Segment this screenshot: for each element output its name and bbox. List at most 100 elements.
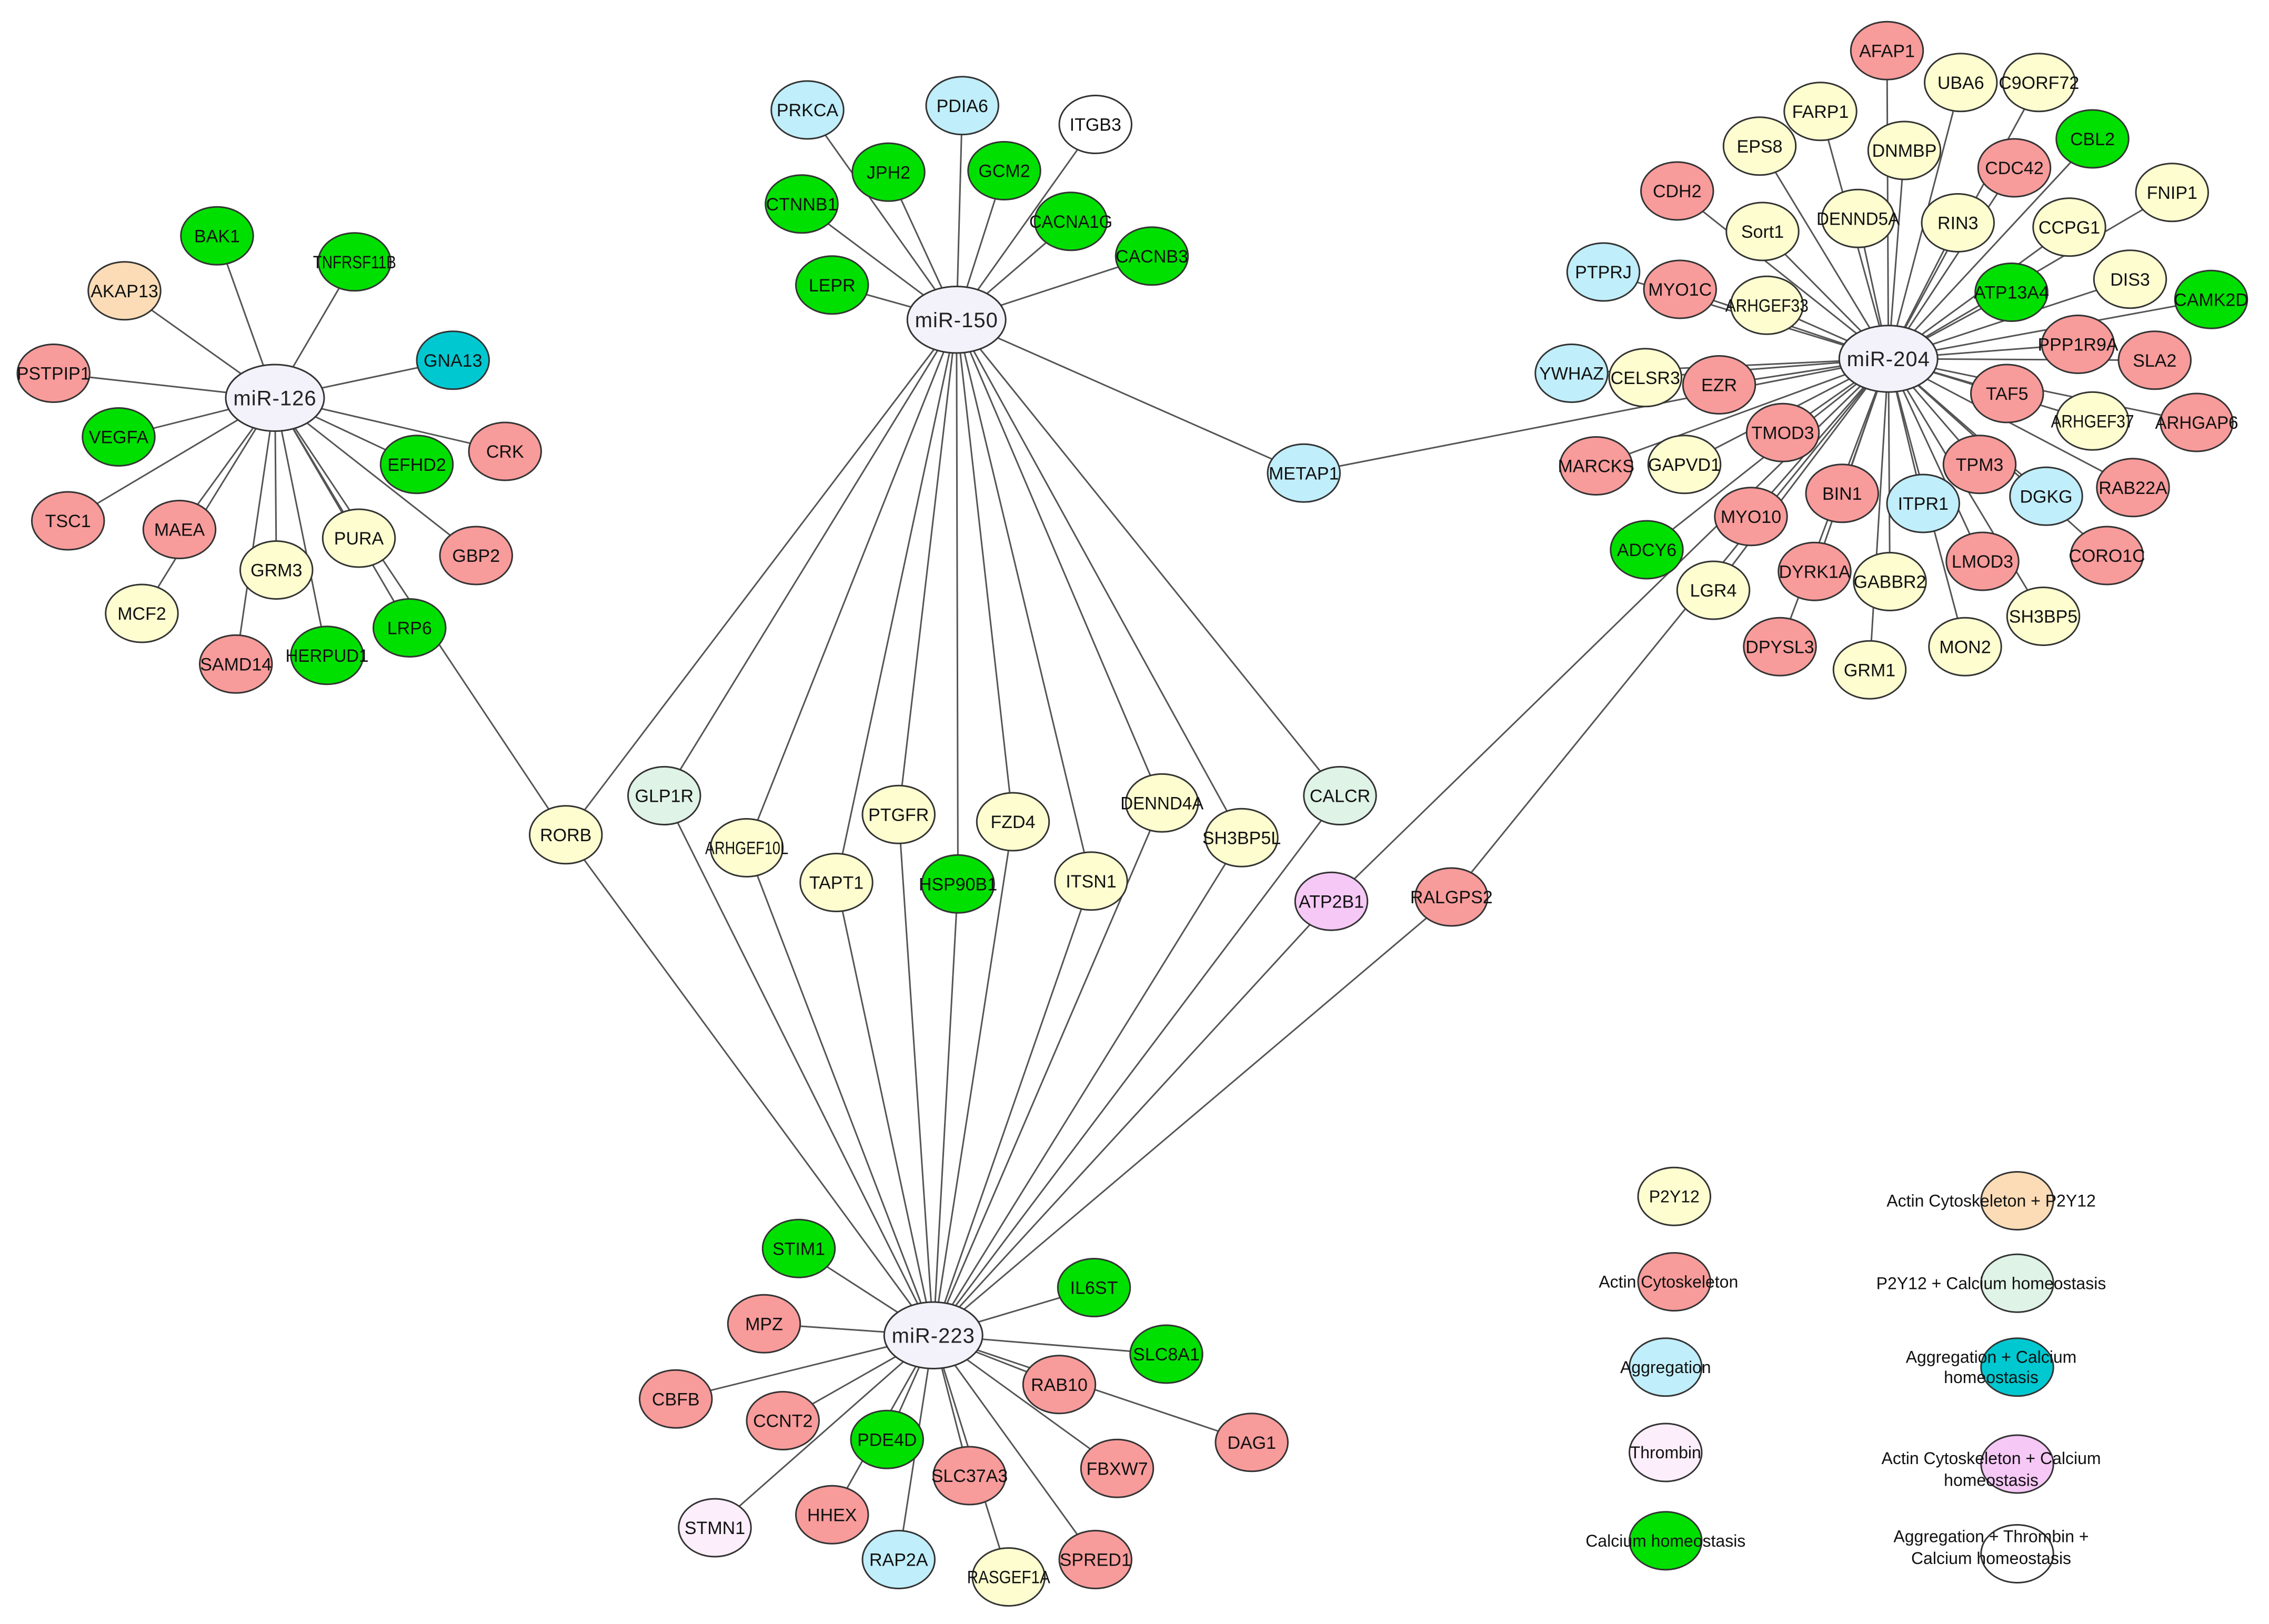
gene-node-pde4d[interactable]: PDE4D <box>850 1409 924 1469</box>
gene-node-gcm2[interactable]: GCM2 <box>967 141 1041 200</box>
gene-node-grm1[interactable]: GRM1 <box>1832 640 1907 700</box>
gene-node-afap1[interactable]: AFAP1 <box>1850 21 1924 80</box>
gene-node-eps8[interactable]: EPS8 <box>1722 116 1797 176</box>
gene-node-herpud1[interactable]: HERPUD1 <box>285 626 369 685</box>
gene-node-fzd4[interactable]: FZD4 <box>976 792 1050 852</box>
gene-node-myo10[interactable]: MYO10 <box>1714 487 1788 547</box>
gene-node-stmn1[interactable]: STMN1 <box>678 1498 752 1558</box>
gene-node-gbp2[interactable]: GBP2 <box>439 526 513 586</box>
gene-node-tpm3[interactable]: TPM3 <box>1942 435 2017 495</box>
gene-node-uba6[interactable]: UBA6 <box>1924 53 1998 113</box>
gene-node-sort1[interactable]: Sort1 <box>1725 201 1800 261</box>
gene-node-efhd2[interactable]: EFHD2 <box>379 435 454 495</box>
gene-node-itgb3[interactable]: ITGB3 <box>1058 95 1132 154</box>
gene-node-crk[interactable]: CRK <box>468 421 542 481</box>
gene-node-mcf2[interactable]: MCF2 <box>105 583 179 643</box>
gene-node-ppp1r9a[interactable]: PPP1R9A <box>2037 315 2119 374</box>
gene-node-cbfb[interactable]: CBFB <box>639 1369 713 1429</box>
gene-node-marcks[interactable]: MARCKS <box>1558 436 1634 496</box>
mir150-hub[interactable]: miR-150 <box>906 286 1007 354</box>
gene-node-ptprj[interactable]: PTPRJ <box>1566 242 1641 302</box>
gene-node-atp13a4[interactable]: ATP13A4 <box>1974 263 2049 322</box>
gene-node-cacna1g[interactable]: CACNA1G <box>1029 191 1112 251</box>
gene-node-stim1[interactable]: STIM1 <box>761 1218 836 1278</box>
gene-node-fbxw7[interactable]: FBXW7 <box>1080 1438 1154 1498</box>
gene-node-hhex[interactable]: HHEX <box>795 1485 869 1545</box>
gene-node-rorb[interactable]: RORB <box>529 805 603 865</box>
gene-node-lgr4[interactable]: LGR4 <box>1676 560 1751 620</box>
gene-node-tnfrsf11b[interactable]: TNFRSF11B <box>313 232 396 292</box>
gene-node-dennd4a[interactable]: DENND4A <box>1120 773 1204 833</box>
gene-node-tsc1[interactable]: TSC1 <box>31 491 105 551</box>
gene-node-glp1r[interactable]: GLP1R <box>627 766 701 825</box>
gene-node-gapvd1[interactable]: GAPVD1 <box>1647 435 1722 495</box>
gene-node-camk2d[interactable]: CAMK2D <box>2174 269 2248 329</box>
gene-node-cdh2[interactable]: CDH2 <box>1640 161 1714 221</box>
gene-node-bin1[interactable]: BIN1 <box>1805 463 1879 523</box>
gene-node-cacnb3[interactable]: CACNB3 <box>1115 226 1189 286</box>
gene-node-c9orf72[interactable]: C9ORF72 <box>1999 53 2079 113</box>
gene-node-ralgps2[interactable]: RALGPS2 <box>1410 867 1493 927</box>
gene-node-hsp90b1[interactable]: HSP90B1 <box>919 854 997 914</box>
gene-node-sh3bp5[interactable]: SH3BP5 <box>2006 587 2081 646</box>
gene-node-lmod3[interactable]: LMOD3 <box>1945 531 2020 591</box>
mir204-hub[interactable]: miR-204 <box>1838 325 1939 393</box>
gene-node-adcy6[interactable]: ADCY6 <box>1610 520 1684 580</box>
gene-node-slc8a1[interactable]: SLC8A1 <box>1129 1324 1203 1384</box>
gene-node-taf5[interactable]: TAF5 <box>1970 364 2044 423</box>
mir126-hub[interactable]: miR-126 <box>225 364 325 432</box>
gene-node-bak1[interactable]: BAK1 <box>180 206 254 266</box>
gene-node-coro1c[interactable]: CORO1C <box>2069 526 2145 586</box>
gene-node-slc37a3[interactable]: SLC37A3 <box>931 1446 1008 1506</box>
gene-node-samd14[interactable]: SAMD14 <box>199 634 273 694</box>
gene-node-rab10[interactable]: RAB10 <box>1022 1355 1097 1415</box>
gene-node-tmod3[interactable]: TMOD3 <box>1745 402 1820 462</box>
gene-node-arhgef33[interactable]: ARHGEF33 <box>1725 275 1809 335</box>
gene-node-spred1[interactable]: SPRED1 <box>1058 1530 1132 1589</box>
gene-node-dgkg[interactable]: DGKG <box>2009 466 2083 526</box>
gene-node-ptgfr[interactable]: PTGFR <box>861 784 936 844</box>
gene-node-grm3[interactable]: GRM3 <box>239 540 314 600</box>
gene-node-rin3[interactable]: RIN3 <box>1921 193 1995 253</box>
gene-node-mpz[interactable]: MPZ <box>727 1294 801 1354</box>
gene-node-rab22a[interactable]: RAB22A <box>2096 458 2170 518</box>
gene-node-sh3bp5l[interactable]: SH3BP5L <box>1202 808 1281 868</box>
gene-node-atp2b1[interactable]: ATP2B1 <box>1294 871 1369 931</box>
gene-node-prkca[interactable]: PRKCA <box>770 80 845 140</box>
gene-node-arhgef10l[interactable]: ARHGEF10L <box>705 818 788 877</box>
gene-node-ctnnb1[interactable]: CTNNB1 <box>765 174 839 234</box>
gene-node-pstpip1[interactable]: PSTPIP1 <box>16 344 91 403</box>
gene-node-mon2[interactable]: MON2 <box>1928 617 2002 677</box>
gene-node-rasgef1a[interactable]: RASGEF1A <box>967 1547 1050 1607</box>
gene-node-arhgap6[interactable]: ARHGAP6 <box>2155 392 2238 452</box>
gene-node-dnmbp[interactable]: DNMBP <box>1867 120 1942 180</box>
gene-node-pura[interactable]: PURA <box>322 508 396 568</box>
gene-node-lrp6[interactable]: LRP6 <box>373 598 447 658</box>
gene-node-celsr3[interactable]: CELSR3 <box>1608 348 1682 408</box>
gene-node-ccpg1[interactable]: CCPG1 <box>2032 197 2106 257</box>
gene-node-maea[interactable]: MAEA <box>142 500 217 559</box>
gene-node-cbl2[interactable]: CBL2 <box>2055 109 2130 169</box>
gene-node-itpr1[interactable]: ITPR1 <box>1886 473 1960 533</box>
gene-node-il6st[interactable]: IL6ST <box>1057 1258 1131 1317</box>
gene-node-itsn1[interactable]: ITSN1 <box>1054 851 1128 911</box>
gene-node-ccnt2[interactable]: CCNT2 <box>746 1391 820 1450</box>
gene-node-tapt1[interactable]: TAPT1 <box>799 853 874 912</box>
gene-node-cdc42[interactable]: CDC42 <box>1977 138 2052 198</box>
gene-node-calcr[interactable]: CALCR <box>1303 766 1377 825</box>
gene-node-pdia6[interactable]: PDIA6 <box>925 76 999 136</box>
gene-node-fnip1[interactable]: FNIP1 <box>2135 163 2209 223</box>
gene-node-farp1[interactable]: FARP1 <box>1783 82 1858 142</box>
gene-node-dennd5a[interactable]: DENND5A <box>1816 188 1900 248</box>
gene-node-akap13[interactable]: AKAP13 <box>87 261 162 321</box>
gene-node-ywhaz[interactable]: YWHAZ <box>1534 344 1609 403</box>
gene-node-ezr[interactable]: EZR <box>1682 355 1756 415</box>
gene-node-rap2a[interactable]: RAP2A <box>861 1530 936 1589</box>
mir223-hub[interactable]: miR-223 <box>883 1301 983 1369</box>
gene-node-dpysl3[interactable]: DPYSL3 <box>1743 617 1817 677</box>
gene-node-arhgef37[interactable]: ARHGEF37 <box>2051 391 2134 451</box>
gene-node-lepr[interactable]: LEPR <box>795 255 869 315</box>
gene-node-gna13[interactable]: GNA13 <box>416 330 490 390</box>
gene-node-myo1c[interactable]: MYO1C <box>1643 259 1717 319</box>
gene-node-metap1[interactable]: METAP1 <box>1267 443 1341 503</box>
